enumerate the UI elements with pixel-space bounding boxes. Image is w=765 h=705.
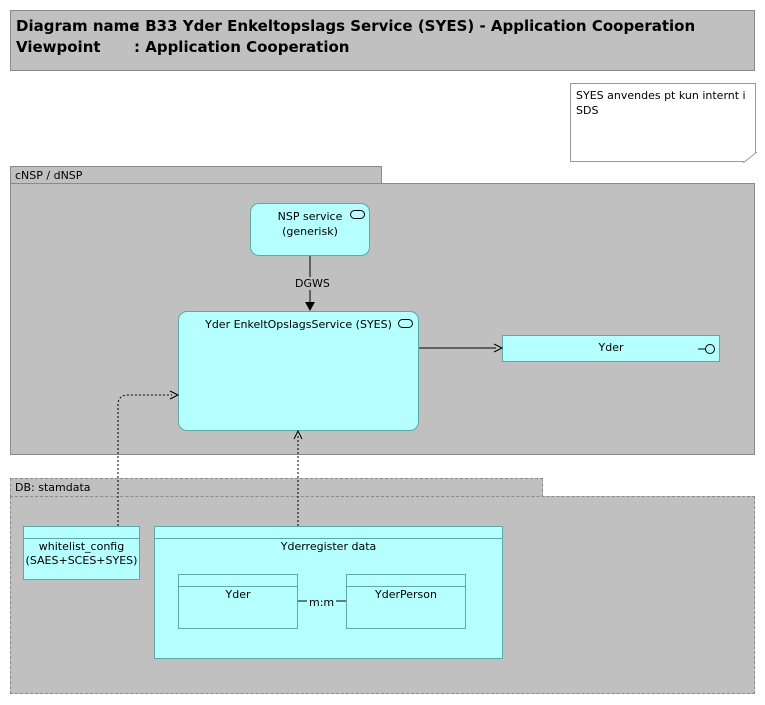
diagram-name-value: : B33 Yder Enkeltopslags Service (SYES) …	[134, 17, 696, 35]
data-object-header-band	[155, 527, 502, 539]
group-db-label: DB: stamdata	[15, 481, 91, 494]
application-service-icon	[350, 210, 365, 219]
mm-label: m:m	[307, 596, 337, 609]
yderperson-data-label: YderPerson	[375, 588, 437, 601]
group-cnsp-tab[interactable]: cNSP / dNSP	[10, 166, 382, 184]
whitelist-config-data[interactable]: whitelist_config (SAES+SCES+SYES)	[23, 526, 140, 580]
yderregister-data-label: Yderregister data	[280, 540, 377, 553]
group-db-tab[interactable]: DB: stamdata	[10, 478, 543, 497]
yderperson-data[interactable]: YderPerson	[346, 574, 466, 629]
nsp-service-label-1: NSP service	[277, 210, 343, 223]
whitelist-config-label-1: whitelist_config	[38, 540, 125, 553]
whitelist-config-label-2: (SAES+SCES+SYES)	[25, 554, 138, 567]
dgws-label: DGWS	[293, 277, 332, 290]
yder-data[interactable]: Yder	[178, 574, 298, 629]
data-object-header-band	[347, 575, 465, 587]
group-cnsp-label: cNSP / dNSP	[15, 169, 83, 182]
viewpoint-line: Viewpoint : Application Cooperation	[16, 38, 349, 56]
note-text: SYES anvendes pt kun internt i SDS	[576, 89, 746, 117]
syes-service-node[interactable]: Yder EnkeltOpslagsService (SYES)	[178, 311, 419, 431]
yder-interface-label: Yder	[598, 341, 624, 354]
application-interface-icon	[698, 344, 715, 354]
diagram-name-label: Diagram name	[16, 17, 140, 35]
data-object-header-band	[179, 575, 297, 587]
yder-data-label: Yder	[225, 588, 251, 601]
note[interactable]: SYES anvendes pt kun internt i SDS	[570, 83, 756, 162]
viewpoint-value: : Application Cooperation	[134, 38, 350, 56]
data-object-header-band	[24, 527, 139, 539]
note-fold-icon	[743, 152, 757, 163]
syes-service-label: Yder EnkeltOpslagsService (SYES)	[205, 318, 392, 331]
application-service-icon	[398, 319, 413, 328]
nsp-service-node[interactable]: NSP service (generisk)	[250, 203, 370, 256]
diagram-title-box: Diagram name: B33 Yder Enkeltopslags Ser…	[10, 10, 755, 71]
nsp-service-label-2: (generisk)	[282, 225, 338, 238]
yder-interface-node[interactable]: Yder	[502, 335, 720, 362]
viewpoint-label: Viewpoint	[16, 38, 101, 56]
diagram-name-line: Diagram name: B33 Yder Enkeltopslags Ser…	[16, 17, 695, 35]
